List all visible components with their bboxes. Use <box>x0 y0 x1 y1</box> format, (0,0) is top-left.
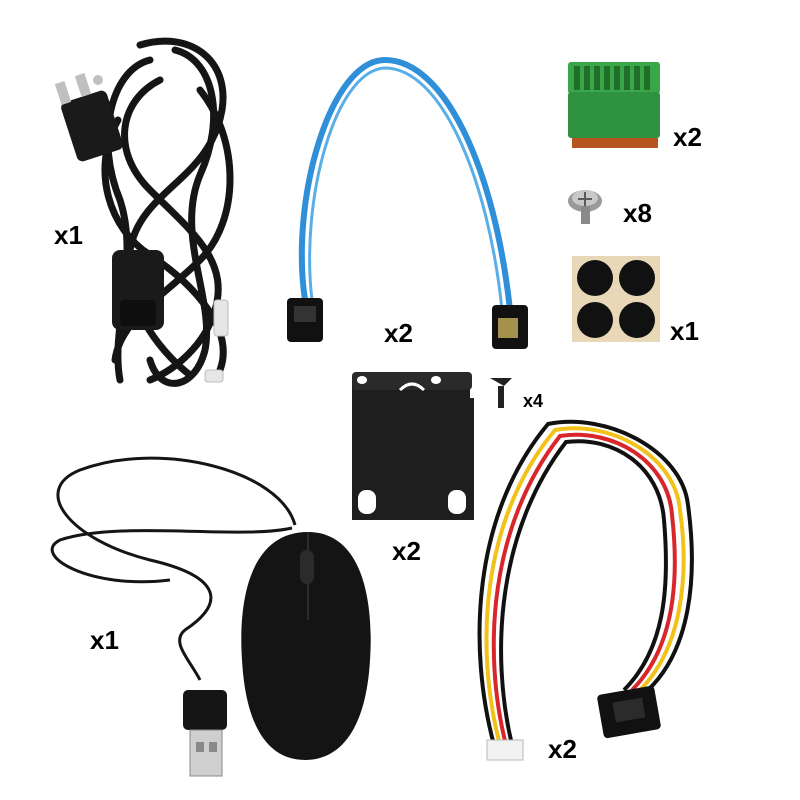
qty-screw: x8 <box>623 198 652 228</box>
qty-rubber-feet: x1 <box>670 316 699 346</box>
screw <box>568 190 602 224</box>
qty-bracket: x2 <box>392 536 421 566</box>
mounting-bracket <box>352 372 474 520</box>
qty-mouse: x1 <box>90 625 119 655</box>
qty-bracket-screw: x4 <box>523 391 544 411</box>
terminal-block <box>568 62 660 148</box>
sata-cable <box>287 56 528 349</box>
usb-mouse <box>50 456 371 777</box>
sata-power-cable <box>477 419 694 761</box>
qty-sata-cable: x2 <box>384 318 413 348</box>
qty-sata-power-cable: x2 <box>548 734 577 764</box>
power-cord <box>54 37 234 387</box>
qty-power-cord: x1 <box>54 220 83 250</box>
rubber-feet <box>572 256 660 342</box>
qty-terminal-block: x2 <box>673 122 702 152</box>
bracket-screw <box>490 378 512 408</box>
